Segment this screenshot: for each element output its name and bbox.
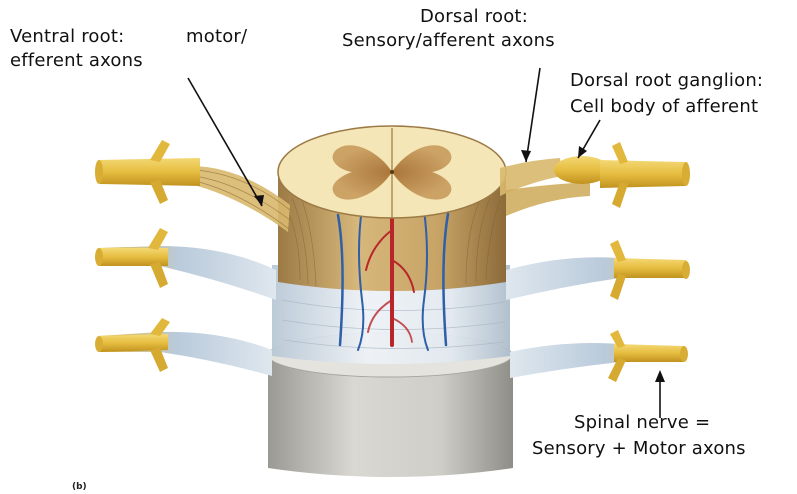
middle-spinal-nerve-right (506, 240, 690, 300)
spinal-nerve-description: Sensory + Motor axons (532, 438, 746, 461)
lower-spinal-nerve-left (95, 318, 272, 376)
ventral-root-description: efferent axons (10, 50, 143, 73)
dorsal-root-description: Sensory/afferent axons (342, 30, 555, 53)
spinal-nerve-title: Spinal nerve = (574, 412, 710, 435)
ventral-root-left (190, 166, 290, 232)
upper-spinal-nerve-left (95, 140, 200, 204)
dorsal-arrowhead-icon (521, 150, 531, 162)
ventral-root-label: Ventral root: (10, 26, 124, 49)
middle-spinal-nerve-left (95, 228, 276, 300)
ganglion-title: Dorsal root ganglion: (570, 70, 763, 93)
cord-cross-section (278, 126, 506, 218)
dorsal-root-title: Dorsal root: (420, 6, 528, 29)
ventral-root-title: Ventral root: (10, 26, 124, 47)
dorsal-root-pointer (526, 68, 540, 162)
ganglion-description: Cell body of afferent (570, 96, 758, 119)
upper-spinal-nerve-right (600, 142, 690, 208)
spinal-arrowhead-icon (655, 370, 665, 382)
ventral-motor-label: motor/ (186, 26, 247, 49)
panel-tag: (b) (72, 482, 87, 492)
